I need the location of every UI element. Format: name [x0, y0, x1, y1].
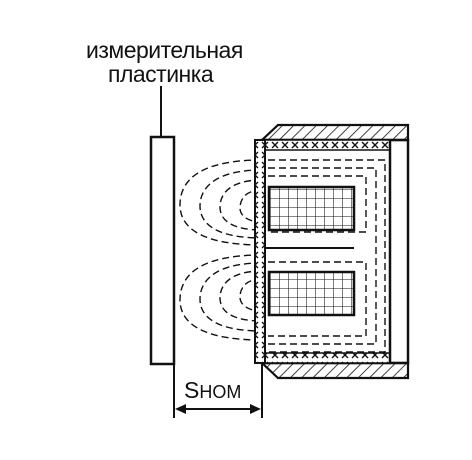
measuring-plate	[149, 135, 176, 366]
magnetic-field-lines	[179, 159, 386, 353]
upper-coil	[267, 185, 356, 232]
nominal-distance-symbol: S	[184, 377, 200, 403]
sensor-housing	[254, 123, 410, 380]
nominal-distance-label: SНОМ	[184, 377, 241, 407]
nominal-distance-subscript: НОМ	[199, 382, 242, 402]
distance-dimension	[173, 364, 263, 418]
lower-coil	[267, 270, 356, 317]
plate-caption-line2: пластинка	[108, 61, 214, 87]
plate-caption-line1: измерительная	[86, 37, 243, 63]
